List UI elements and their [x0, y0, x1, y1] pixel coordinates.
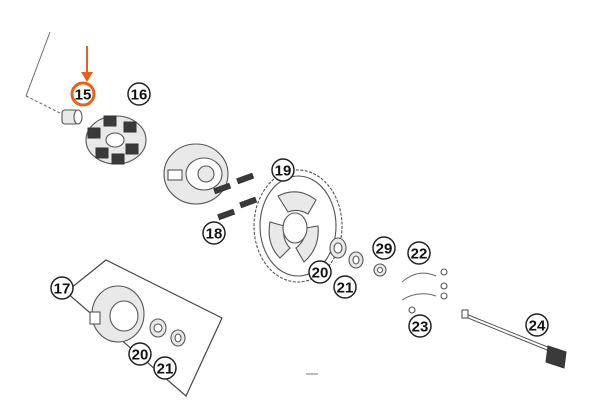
svg-text:24: 24: [529, 318, 546, 335]
part-21-seal-lower[interactable]: [170, 329, 186, 347]
svg-text:23: 23: [412, 319, 429, 336]
callout-18[interactable]: 18: [202, 221, 226, 245]
part-29-washer[interactable]: [373, 263, 387, 277]
callout-16[interactable]: 16: [127, 82, 151, 106]
part-22-chain-adjuster[interactable]: [401, 268, 448, 290]
svg-text:22: 22: [411, 246, 428, 263]
part-18-studs[interactable]: [213, 172, 258, 221]
svg-text:16: 16: [131, 87, 148, 104]
svg-text:29: 29: [376, 241, 393, 258]
svg-text:21: 21: [337, 280, 354, 297]
callout-29[interactable]: 29: [372, 236, 396, 260]
part-23-chain-adjuster[interactable]: [401, 292, 448, 314]
part-21-seal-upper[interactable]: [348, 251, 364, 269]
callout-17[interactable]: 17: [50, 276, 74, 300]
part-24-axle[interactable]: [461, 309, 567, 369]
callout-19[interactable]: 19: [271, 158, 295, 182]
part-19-sprocket[interactable]: [253, 169, 343, 283]
svg-text:20: 20: [132, 347, 149, 364]
part-20-bearing-upper[interactable]: [329, 237, 347, 259]
callout-23[interactable]: 23: [408, 314, 432, 338]
sprocket-carrier[interactable]: [163, 143, 229, 205]
callout-20-lower[interactable]: 20: [128, 342, 152, 366]
svg-text:20: 20: [312, 265, 329, 282]
callout-20-upper[interactable]: 20: [308, 260, 332, 284]
callout-21-upper[interactable]: 21: [333, 275, 357, 299]
part-20-bearing-lower[interactable]: [149, 318, 167, 338]
svg-text:19: 19: [275, 163, 292, 180]
highlight-arrow: [81, 46, 93, 82]
svg-text:17: 17: [54, 281, 71, 298]
part-16-damper-rubber[interactable]: [85, 115, 147, 165]
axle-leader-line: [25, 31, 71, 119]
callout-24[interactable]: 24: [525, 313, 549, 337]
part-17-hub-assembly-box[interactable]: [65, 259, 223, 397]
callout-22[interactable]: 22: [407, 241, 431, 265]
callout-15[interactable]: 15: [70, 81, 96, 107]
svg-text:21: 21: [157, 361, 174, 378]
svg-text:18: 18: [206, 226, 223, 243]
part-15-spacer[interactable]: [61, 109, 83, 125]
callout-21-lower[interactable]: 21: [153, 356, 177, 380]
svg-text:15: 15: [75, 87, 92, 104]
